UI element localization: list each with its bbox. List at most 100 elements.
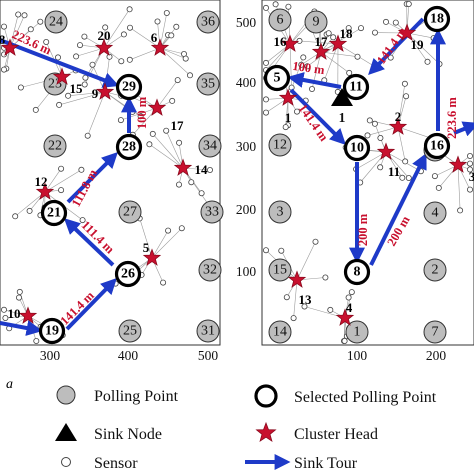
sensor-link	[285, 97, 289, 128]
cluster-head-icon	[287, 270, 307, 288]
cluster-head: 9	[92, 82, 115, 101]
sensor-node	[81, 81, 88, 88]
sensor-node	[55, 54, 62, 61]
sensor-node	[424, 58, 431, 65]
sensor-node	[126, 6, 133, 13]
sensor-link	[320, 51, 350, 74]
x-tick-label: 500	[198, 348, 219, 363]
distance-label: 111.8 m	[69, 167, 101, 210]
cluster-head-icon	[94, 38, 114, 56]
polling-point: 2	[423, 258, 447, 282]
sensor-node	[127, 24, 134, 31]
polling-point: 7	[423, 320, 447, 344]
cluster-head-label: 3	[469, 169, 474, 184]
cluster-head-label: 2	[395, 109, 402, 124]
y-tick-label: 100	[236, 264, 257, 279]
sensor-link	[139, 218, 153, 259]
polling-point: 34	[198, 134, 222, 158]
cluster-head-label: 11	[388, 164, 400, 179]
sensor-node	[322, 274, 329, 281]
sensor-node	[160, 279, 167, 286]
sink-tour-segment	[0, 320, 43, 336]
sensor-link	[59, 91, 106, 106]
selected-polling-point: 10	[343, 134, 371, 162]
sensor-node	[165, 227, 172, 234]
legend-cluster-head: Cluster Head	[255, 421, 378, 443]
polling-point-label: 27	[123, 205, 137, 220]
sensor-node	[81, 33, 88, 40]
sensor-node	[178, 225, 185, 232]
sensor-node	[262, 247, 269, 254]
sensor-node	[188, 179, 195, 186]
sink-tour-segment	[0, 38, 120, 88]
polling-point: 9	[304, 10, 328, 34]
y-tick-label: 300	[236, 139, 257, 154]
sensor-node	[296, 37, 303, 44]
polling-point-label: 34	[203, 139, 217, 154]
polling-point-label: 7	[432, 325, 439, 340]
sensor-node	[327, 306, 334, 313]
selected-point-icon	[254, 384, 278, 408]
legend-selected-point-label: Selected Polling Point	[294, 389, 437, 406]
panel-b-sink-tour	[287, 17, 474, 266]
sensor-node	[402, 158, 409, 165]
polling-point: 1	[345, 320, 369, 344]
sensor-node	[285, 3, 292, 10]
cluster-head-icon	[35, 182, 55, 200]
sensor-icon	[61, 457, 71, 467]
sensor-link	[15, 191, 46, 217]
selected-point-label: 16	[430, 139, 444, 154]
sensor-node	[377, 164, 384, 171]
sensor-node	[32, 106, 39, 113]
polling-point-label: 6	[277, 13, 284, 28]
selected-point-label: 8	[354, 265, 361, 280]
polling-point: 31	[196, 319, 220, 343]
sensor-link	[152, 133, 184, 169]
sensor-node	[304, 63, 311, 70]
sensor-node	[300, 54, 307, 61]
sensor-node	[43, 39, 50, 46]
sensor-node	[466, 160, 473, 167]
polling-point-label: 2	[432, 263, 439, 278]
sensor-link	[165, 130, 184, 169]
sensor-node	[371, 120, 378, 127]
x-tick-label: 300	[40, 348, 61, 363]
sensor-node	[341, 337, 348, 344]
sensor-node	[399, 174, 406, 181]
panel-a-frame	[0, 0, 221, 346]
polling-point-label: 15	[273, 263, 287, 278]
sensor-node	[431, 173, 438, 180]
cluster-head: 6	[151, 30, 170, 56]
cluster-head: 2	[388, 109, 408, 135]
sensor-link	[355, 151, 387, 170]
sensor-node	[283, 294, 290, 301]
sensor-node	[137, 113, 144, 120]
sensor-link	[293, 279, 298, 319]
polling-point: 33	[200, 200, 224, 224]
sensor-link	[406, 32, 440, 65]
polling-point-label: 31	[201, 324, 215, 339]
sensor-node	[262, 59, 269, 66]
cluster-head: 17	[311, 34, 331, 60]
selected-polling-point: 18	[423, 5, 451, 33]
sensor-node	[357, 25, 364, 32]
cluster-head-label: 18	[340, 26, 354, 41]
cluster-head: 13	[287, 270, 312, 307]
sink-tour-segment	[63, 218, 115, 267]
sensor-link	[9, 15, 25, 49]
cluster-head-label: 5	[143, 240, 150, 255]
sink-node-icon	[55, 423, 77, 441]
sensor-node	[466, 186, 473, 193]
legend-sensor-label: Sensor	[94, 455, 138, 472]
selected-point-label: 11	[349, 80, 362, 95]
selected-polling-point: 11	[342, 73, 370, 101]
sensor-node	[278, 247, 285, 254]
sensor-node	[176, 139, 183, 146]
sensor-node	[262, 109, 269, 116]
cluster-head-label: 12	[35, 174, 48, 189]
sensor-node	[354, 53, 361, 60]
sensor-link	[397, 126, 406, 162]
sensor-link	[159, 47, 191, 76]
